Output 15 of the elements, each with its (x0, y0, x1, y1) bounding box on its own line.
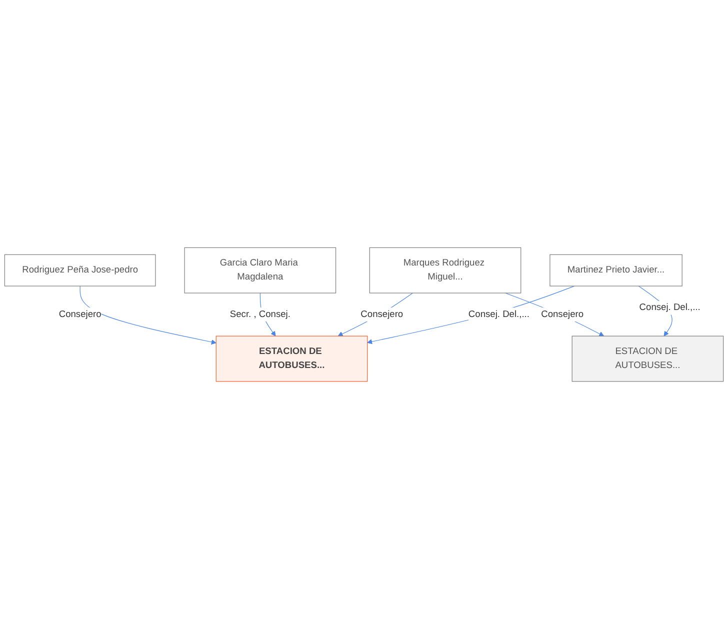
node-box: Garcia Claro Maria Magdalena (184, 248, 336, 294)
node-box: ESTACION DE AUTOBUSES... (572, 336, 724, 382)
edge-label: Consejero (541, 310, 584, 320)
arrow (505, 293, 604, 337)
node-box: ESTACION DE AUTOBUSES... (216, 336, 368, 382)
node-box: Martinez Prieto Javier... (550, 254, 682, 287)
edge-label: Consejero (58, 310, 102, 320)
edge-label: Consejero (360, 310, 404, 320)
arrow (338, 293, 414, 337)
node-box: Rodriguez Peña Jose-pedro (4, 254, 156, 287)
edge-label: Secr. , Consej. (230, 310, 290, 320)
node-box: Marques Rodriguez Miguel... (369, 248, 522, 294)
arrow (80, 286, 216, 345)
edge-label: Consej. Del.,... (639, 303, 700, 313)
edge-label: Consej. Del.,... (468, 310, 530, 320)
